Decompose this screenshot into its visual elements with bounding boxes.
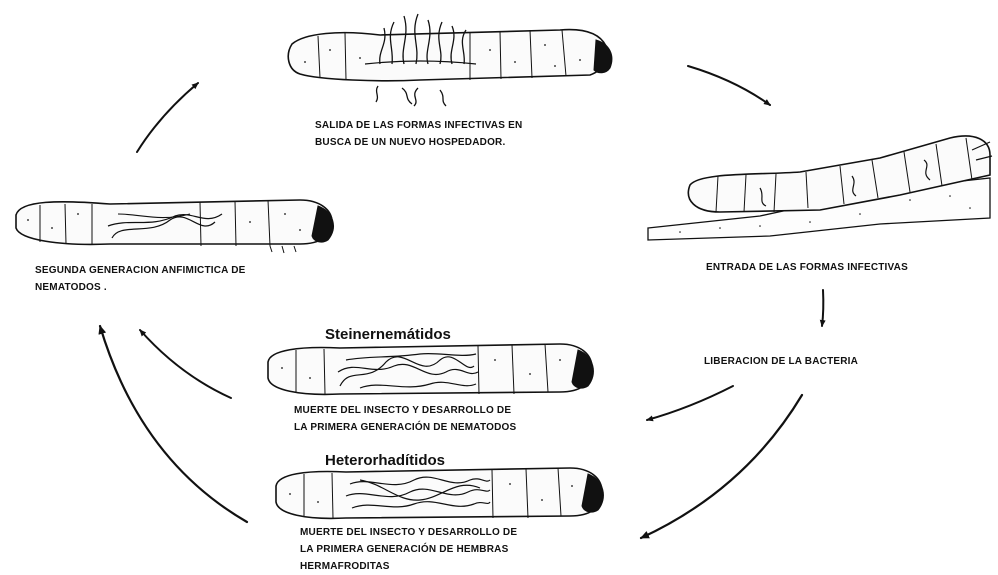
caption-line: MUERTE DEL INSECTO Y DESARROLLO DE [300, 524, 517, 541]
cycle-arrow-icon [688, 66, 770, 105]
caption-line: LA PRIMERA GENERACIÓN DE HEMBRAS [300, 541, 517, 558]
caption-line: MUERTE DEL INSECTO Y DESARROLLO DE [294, 402, 516, 419]
cycle-arrow-icon [100, 326, 247, 522]
caption-line: HERMAFRODITAS [300, 558, 517, 575]
larva-steinernematid-icon [268, 344, 593, 394]
heading-heterorhabditids: Heterorhadítidos [325, 452, 445, 470]
caption-line: BUSCA DE UN NUEVO HOSPEDADOR. [315, 134, 522, 151]
caption-steinernematids: MUERTE DEL INSECTO Y DESARROLLO DE LA PR… [294, 402, 516, 436]
cycle-arrow-icon [137, 83, 198, 152]
caption-heterorhabditids: MUERTE DEL INSECTO Y DESARROLLO DE LA PR… [300, 524, 517, 575]
caption-line: SALIDA DE LAS FORMAS INFECTIVAS EN [315, 117, 522, 134]
caption-line: NEMATODOS . [35, 279, 246, 296]
caption-second-generation: SEGUNDA GENERACION ANFIMICTICA DE NEMATO… [35, 262, 246, 296]
cycle-arrow-icon [641, 395, 802, 538]
caption-line: SEGUNDA GENERACION ANFIMICTICA DE [35, 262, 246, 279]
caption-line: LA PRIMERA GENERACIÓN DE NEMATODOS [294, 419, 516, 436]
caption-entry-infective: ENTRADA DE LAS FORMAS INFECTIVAS [706, 259, 908, 276]
caption-line: ENTRADA DE LAS FORMAS INFECTIVAS [706, 259, 908, 276]
larva-top-icon [288, 14, 612, 106]
caption-exit-infective: SALIDA DE LAS FORMAS INFECTIVAS EN BUSCA… [315, 117, 522, 151]
caption-line: LIBERACION DE LA BACTERIA [704, 353, 858, 370]
larva-left-icon [16, 200, 333, 253]
caption-bacteria-release: LIBERACION DE LA BACTERIA [704, 353, 858, 370]
larva-heterorhabditid-icon [276, 468, 603, 518]
cycle-arrow-icon [822, 290, 823, 326]
cycle-arrow-icon [140, 330, 231, 398]
larva-right-on-branch-icon [648, 136, 992, 240]
heading-steinernematids: Steinernemátidos [325, 326, 451, 344]
cycle-arrow-icon [647, 386, 733, 420]
